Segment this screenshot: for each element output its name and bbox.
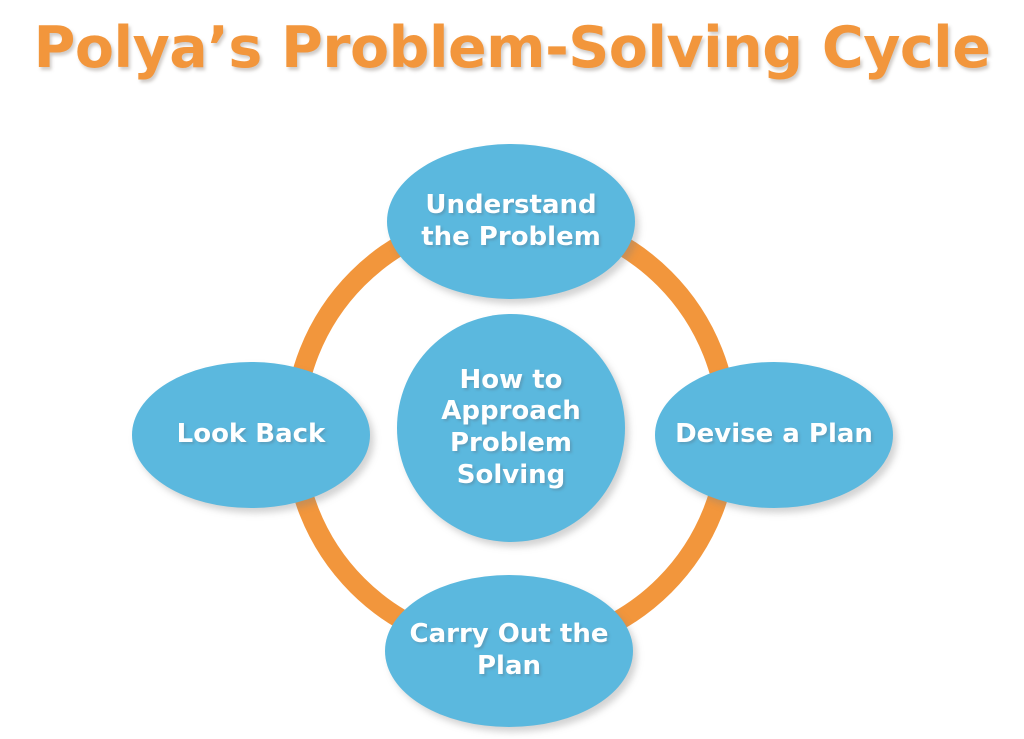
step-node-look-back[interactable]: Look Back bbox=[132, 362, 370, 508]
step-label-understand-the-problem: Understand the Problem bbox=[421, 189, 601, 252]
hub-label: How to Approach Problem Solving bbox=[441, 364, 581, 490]
step-node-carry-out-the-plan[interactable]: Carry Out the Plan bbox=[385, 575, 633, 727]
hub-node[interactable]: How to Approach Problem Solving bbox=[397, 314, 625, 542]
step-node-devise-a-plan[interactable]: Devise a Plan bbox=[655, 362, 893, 508]
step-label-devise-a-plan: Devise a Plan bbox=[675, 419, 873, 450]
step-label-carry-out-the-plan: Carry Out the Plan bbox=[409, 619, 609, 681]
page-title: Polya’s Problem-Solving Cycle bbox=[33, 15, 991, 81]
step-node-understand-the-problem[interactable]: Understand the Problem bbox=[387, 144, 635, 299]
step-label-look-back: Look Back bbox=[176, 419, 326, 450]
